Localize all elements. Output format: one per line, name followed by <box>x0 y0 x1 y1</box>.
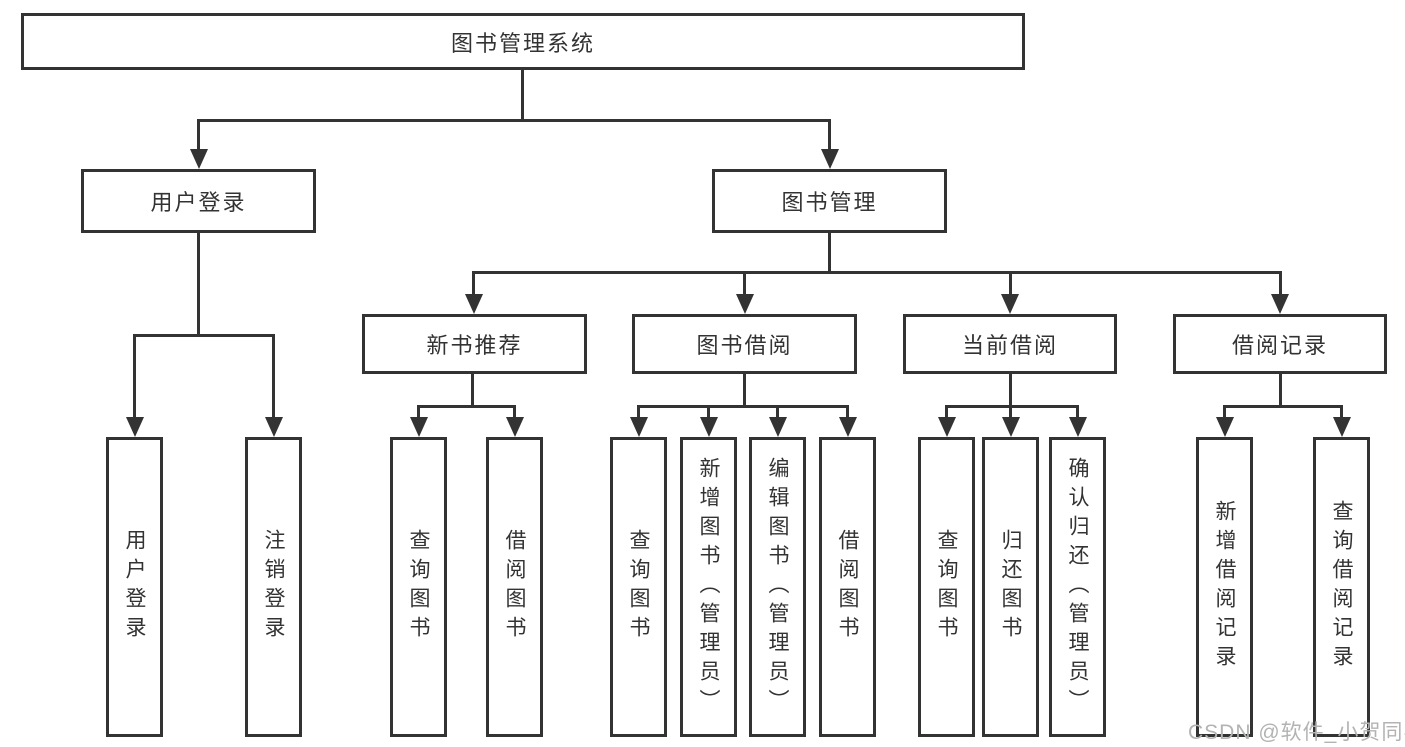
leaf-borrow-book-1: 借阅图书 <box>486 437 543 737</box>
leaf-borrow-book-1-label: 借阅图书 <box>503 529 526 645</box>
node-current-borrow: 当前借阅 <box>903 314 1117 374</box>
leaf-borrow-book-2-label: 借阅图书 <box>836 529 859 645</box>
node-user-login: 用户登录 <box>81 169 316 233</box>
node-new-book-recommend: 新书推荐 <box>362 314 587 374</box>
leaf-user-login: 用户登录 <box>106 437 163 737</box>
connector-line <box>472 271 475 296</box>
arrow-down-icon <box>465 294 483 314</box>
connector-line <box>1279 374 1282 408</box>
leaf-query-borrow-record: 查询借阅记录 <box>1313 437 1370 737</box>
connector-line <box>197 119 200 153</box>
leaf-add-borrow-record: 新增借阅记录 <box>1196 437 1253 737</box>
arrow-down-icon <box>1001 294 1019 314</box>
connector-line <box>846 405 849 420</box>
connector-line <box>1009 374 1012 408</box>
leaf-query-borrow-record-label: 查询借阅记录 <box>1330 500 1353 674</box>
connector-line <box>1009 405 1012 420</box>
connector-line <box>1340 405 1343 420</box>
leaf-query-book-3-label: 查询图书 <box>935 529 958 645</box>
arrow-down-icon <box>938 417 956 437</box>
node-book-borrow: 图书借阅 <box>632 314 857 374</box>
leaf-query-book-1-label: 查询图书 <box>407 529 430 645</box>
arrow-down-icon <box>506 417 524 437</box>
connector-line <box>776 405 779 420</box>
node-borrow-record-label: 借阅记录 <box>1231 333 1328 358</box>
arrow-down-icon <box>1333 417 1351 437</box>
connector-line <box>197 233 200 337</box>
arrow-down-icon <box>700 417 718 437</box>
leaf-return-book-label: 归还图书 <box>999 529 1022 645</box>
arrow-down-icon <box>126 417 144 437</box>
leaf-query-book-3: 查询图书 <box>918 437 975 737</box>
node-root: 图书管理系统 <box>21 13 1025 70</box>
arrow-down-icon <box>265 417 283 437</box>
node-book-management: 图书管理 <box>712 169 947 233</box>
arrow-down-icon <box>1069 417 1087 437</box>
connector-line <box>743 271 746 296</box>
connector-line <box>1223 405 1226 420</box>
arrow-down-icon <box>839 417 857 437</box>
leaf-borrow-book-2: 借阅图书 <box>819 437 876 737</box>
leaf-add-book-admin: 新增图书（管理员） <box>680 437 737 737</box>
connector-line <box>1076 405 1079 420</box>
arrow-down-icon <box>630 417 648 437</box>
arrow-down-icon <box>821 149 839 169</box>
leaf-user-login-label: 用户登录 <box>123 529 146 645</box>
leaf-query-book-2-label: 查询图书 <box>627 529 650 645</box>
leaf-edit-book-admin: 编辑图书（管理员） <box>749 437 806 737</box>
connector-line <box>945 405 948 420</box>
leaf-query-book-1: 查询图书 <box>390 437 447 737</box>
csdn-watermark: CSDN @软件_小贺同学 <box>1188 721 1405 744</box>
connector-line <box>472 271 1282 274</box>
leaf-add-book-admin-label: 新增图书（管理员） <box>697 456 720 718</box>
arrow-down-icon <box>1002 417 1020 437</box>
connector-line <box>471 374 474 408</box>
connector-line <box>272 334 275 420</box>
connector-line <box>1279 271 1282 296</box>
connector-line <box>197 119 831 122</box>
connector-line <box>1009 271 1012 296</box>
arrow-down-icon <box>769 417 787 437</box>
arrow-down-icon <box>736 294 754 314</box>
arrow-down-icon <box>1216 417 1234 437</box>
connector-line <box>1223 405 1343 408</box>
connector-line <box>133 334 136 420</box>
connector-line <box>133 334 275 337</box>
node-user-login-label: 用户登录 <box>150 190 247 215</box>
arrow-down-icon <box>190 149 208 169</box>
connector-line <box>637 405 640 420</box>
node-new-book-recommend-label: 新书推荐 <box>426 333 523 358</box>
connector-line <box>513 405 516 420</box>
leaf-confirm-return-admin-label: 确认归还（管理员） <box>1066 456 1089 718</box>
connector-line <box>521 69 524 122</box>
arrow-down-icon <box>1271 294 1289 314</box>
connector-line <box>417 405 420 420</box>
node-book-borrow-label: 图书借阅 <box>696 333 793 358</box>
node-borrow-record: 借阅记录 <box>1173 314 1387 374</box>
leaf-add-borrow-record-label: 新增借阅记录 <box>1213 500 1236 674</box>
node-current-borrow-label: 当前借阅 <box>961 333 1058 358</box>
node-root-label: 图书管理系统 <box>450 30 595 56</box>
connector-line <box>743 374 746 408</box>
leaf-logout-label: 注销登录 <box>262 529 285 645</box>
connector-line <box>417 405 516 408</box>
leaf-edit-book-admin-label: 编辑图书（管理员） <box>766 456 789 718</box>
connector-line <box>707 405 710 420</box>
leaf-logout: 注销登录 <box>245 437 302 737</box>
leaf-confirm-return-admin: 确认归还（管理员） <box>1049 437 1106 737</box>
leaf-query-book-2: 查询图书 <box>610 437 667 737</box>
leaf-return-book: 归还图书 <box>982 437 1039 737</box>
connector-line <box>637 405 848 408</box>
connector-line <box>828 233 831 274</box>
connector-line <box>828 119 831 153</box>
arrow-down-icon <box>410 417 428 437</box>
node-book-management-label: 图书管理 <box>781 190 878 215</box>
